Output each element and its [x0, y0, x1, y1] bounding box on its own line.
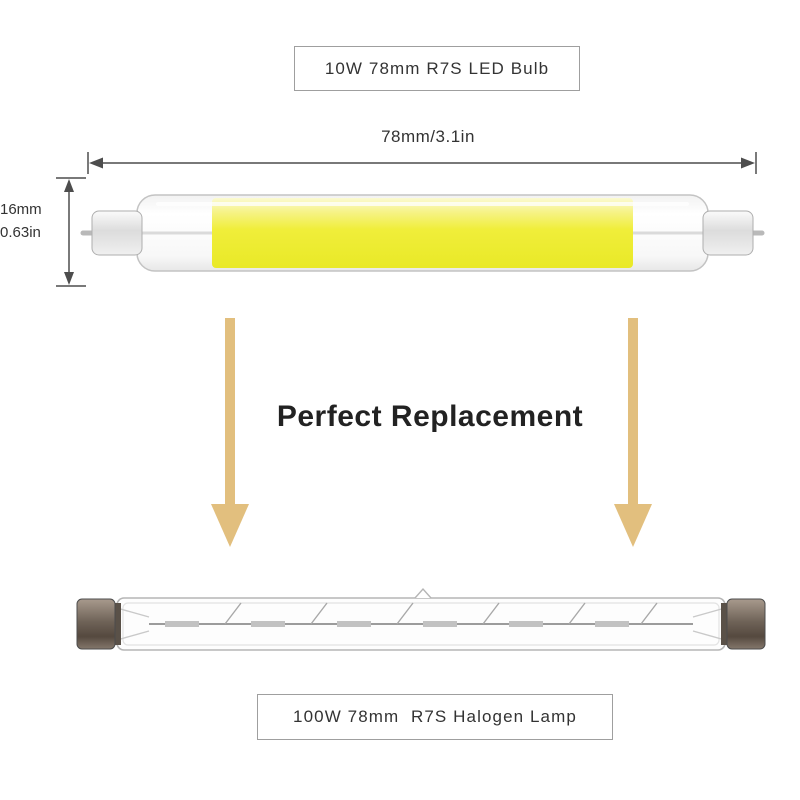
- replacement-heading: Perfect Replacement: [276, 400, 584, 433]
- led-label-text: 10W 78mm R7S LED Bulb: [324, 58, 550, 78]
- led-cob-strip: [212, 198, 633, 268]
- halogen-exhaust-tip: [414, 587, 432, 599]
- down-arrow-right-head: [614, 504, 652, 547]
- length-dimension-line: [87, 152, 757, 174]
- diameter-mm-text: 16mm: [0, 201, 42, 218]
- led-bulb-illustration: [80, 194, 765, 272]
- diameter-dimension-label: 16mm 0.63in: [0, 198, 42, 245]
- halogen-label-box: 100W 78mm R7S Halogen Lamp: [257, 694, 613, 740]
- led-endcap-right: [702, 210, 754, 256]
- down-arrow-right-shaft: [628, 318, 638, 508]
- halogen-pinch-left: [116, 607, 150, 641]
- halogen-lamp-illustration: [76, 587, 766, 651]
- length-arrowhead-left: [89, 157, 103, 169]
- diameter-arrowhead-down: [64, 272, 74, 285]
- diameter-arrowhead-up: [64, 179, 74, 192]
- down-arrow-right-icon: [614, 318, 652, 547]
- halogen-endcap-right: [726, 598, 766, 650]
- halogen-glass-inner-line: [122, 602, 720, 646]
- led-endcap-left: [91, 210, 143, 256]
- down-arrow-left-head: [211, 504, 249, 547]
- halogen-endcap-left: [76, 598, 116, 650]
- halogen-label-text: 100W 78mm R7S Halogen Lamp: [293, 707, 577, 726]
- diameter-dimension-line: [56, 177, 86, 287]
- halogen-pinch-right: [692, 607, 726, 641]
- down-arrow-left-shaft: [225, 318, 235, 508]
- halogen-filament-supports: [224, 602, 658, 625]
- length-dimension-label: 78mm/3.1in: [381, 127, 475, 146]
- diameter-in-text: 0.63in: [0, 224, 41, 242]
- led-label-box: 10W 78mm R7S LED Bulb: [294, 46, 580, 91]
- down-arrow-left-icon: [211, 318, 249, 547]
- halogen-cap-ring-left: [111, 603, 121, 645]
- halogen-cap-ring-right: [721, 603, 731, 645]
- length-arrowhead-right: [741, 157, 755, 169]
